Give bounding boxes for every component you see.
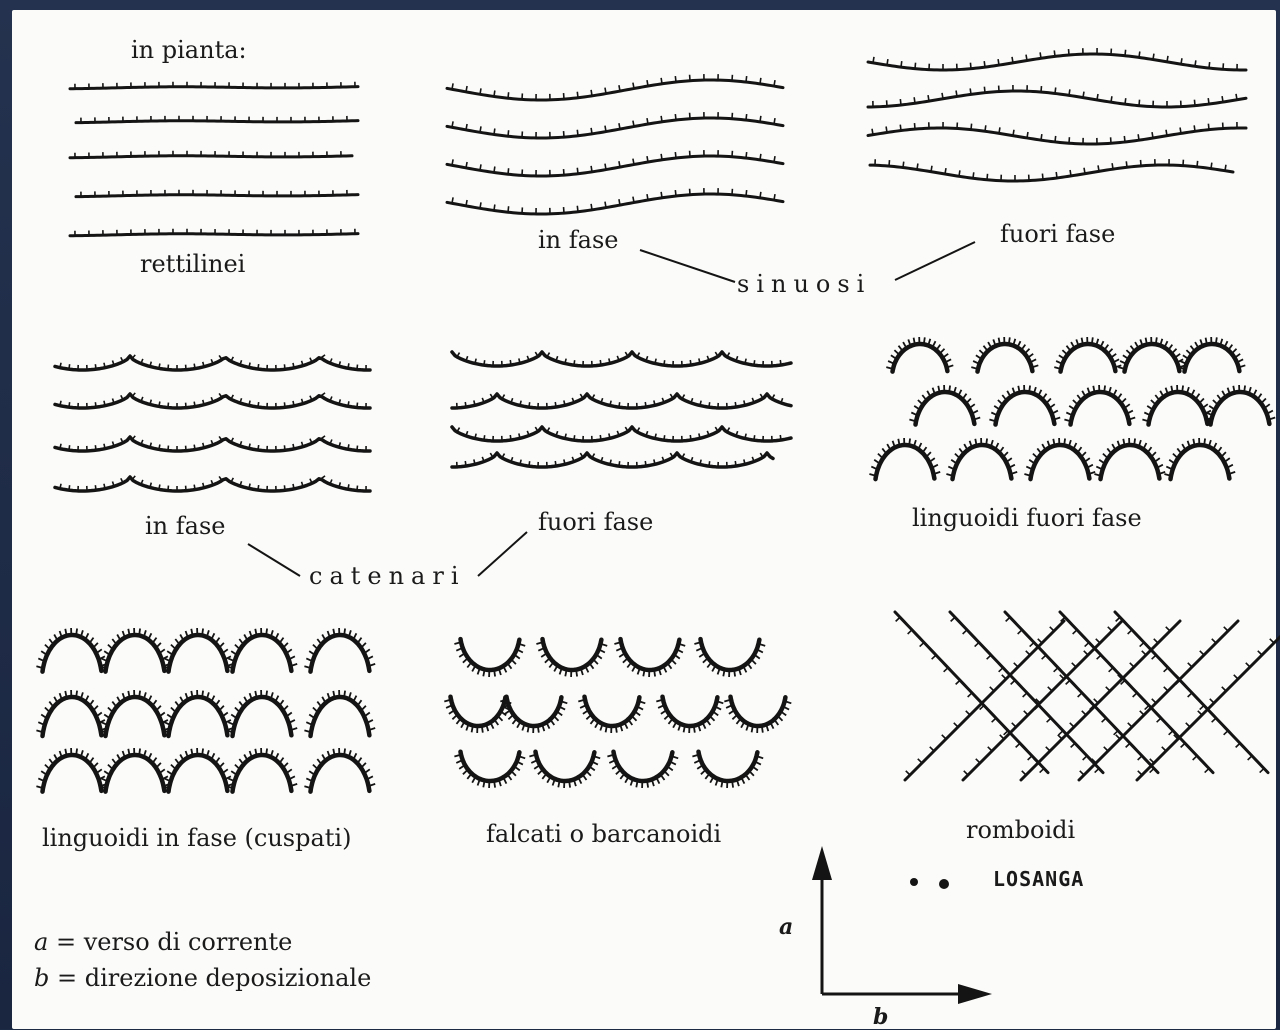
catenari-fuori-fase-line-3: [452, 427, 791, 441]
linguoidi-in-fase-r3-c2-ticks: [99, 748, 170, 788]
rettilinei-line-3: [70, 156, 352, 158]
romboidi-up-2: [963, 621, 1122, 780]
linguoidi-fuori-fase-r2-c5-ticks: [1204, 385, 1275, 421]
legend-b-text: = direzione deposizionale: [57, 964, 371, 992]
linguoidi-in-fase-r2-c4-ticks: [226, 690, 297, 732]
losanga-dot-1: [910, 878, 918, 886]
linguoidi-in-fase-r3-c5-ticks: [304, 748, 375, 788]
label-losanga: LOSANGA: [993, 869, 1084, 889]
label-catenari: catenari: [309, 564, 466, 588]
linguoidi-in-fase-r1-c4-ticks: [226, 628, 297, 668]
sinuosi-fuori-fase-line-4: [870, 165, 1233, 181]
romboidi-up-1-ticks: [906, 627, 1054, 775]
legend-a-text: = verso di corrente: [56, 928, 292, 956]
linguoidi-in-fase-r1-c3-ticks: [162, 628, 233, 668]
falcati-r3-c3-ticks: [607, 755, 678, 788]
catenari-fuori-fase-line-4: [452, 453, 773, 467]
sinuosi-fuori-fase-line-3: [868, 128, 1246, 144]
sinuosi-connector-right: [895, 242, 975, 280]
label-linguoidi-in-fase: linguoidi in fase (cuspati): [42, 826, 351, 850]
losanga-dot-2: [939, 879, 949, 889]
legend-a-symbol: a: [34, 928, 48, 956]
linguoidi-fuori-fase-r3-c3-ticks: [1024, 438, 1095, 476]
linguoidi-fuori-fase-r3-c5-ticks: [1164, 438, 1235, 476]
label-falcati: falcati o barcanoidi: [486, 822, 721, 846]
linguoidi-in-fase-r3-c3-ticks: [162, 748, 233, 788]
label-romboidi: romboidi: [966, 818, 1075, 842]
axis-a-arrowhead: [812, 846, 832, 880]
falcati-r1-c2-ticks: [536, 642, 607, 677]
linguoidi-fuori-fase-r2-c4-ticks: [1142, 385, 1213, 421]
label-catenari-in-fase: in fase: [145, 514, 225, 538]
sinuosi-fuori-fase-line-1-ticks: [873, 48, 1237, 70]
legend-a: a = verso di corrente: [34, 930, 292, 954]
linguoidi-fuori-fase-r3-c4-ticks: [1094, 438, 1165, 476]
linguoidi-in-fase-r1-c5-ticks: [304, 628, 375, 668]
linguoidi-fuori-fase-r3-c1-ticks: [869, 438, 940, 476]
romboidi-up-1: [905, 621, 1064, 780]
catenari-connector-left: [248, 544, 300, 576]
label-linguoidi-fuori-fase: linguoidi fuori fase: [912, 506, 1142, 530]
falcati-r3-c2-ticks: [529, 755, 600, 788]
sinuosi-in-fase-line-4: [447, 194, 783, 214]
catenari-fuori-fase-line-1: [452, 352, 791, 366]
linguoidi-fuori-fase-r2-c2-ticks: [989, 385, 1060, 421]
catenari-connector-right: [478, 532, 527, 576]
axis-b-label: b: [873, 1006, 888, 1028]
linguoidi-in-fase-r3-c4-ticks: [226, 748, 297, 788]
romboidi-down-1-ticks: [896, 617, 1044, 772]
linguoidi-in-fase-r2-c3-ticks: [162, 690, 233, 732]
falcati-r1-c4-ticks: [694, 642, 765, 677]
rettilinei-line-2: [76, 121, 358, 123]
sinuosi-in-fase-line-1: [447, 80, 783, 100]
rettilinei-line-5: [70, 234, 358, 236]
falcati-r3-c1-ticks: [454, 755, 525, 788]
sinuosi-fuori-fase-line-1: [868, 54, 1246, 70]
falcati-r3-c4-ticks: [692, 755, 763, 788]
linguoidi-in-fase-r1-c2-ticks: [99, 628, 170, 668]
sinuosi-fuori-fase-line-2: [868, 91, 1246, 107]
linguoidi-in-fase-r2-c1-ticks: [36, 690, 107, 732]
linguoidi-in-fase-r1-c1-ticks: [36, 628, 107, 668]
sinuosi-fuori-fase-line-2-ticks: [873, 85, 1237, 107]
sinuosi-in-fase-line-2: [447, 118, 783, 138]
label-sinuosi-fuori-fase: fuori fase: [1000, 222, 1115, 246]
sinuosi-in-fase-line-3: [447, 156, 783, 176]
linguoidi-in-fase-r2-c5-ticks: [304, 690, 375, 732]
falcati-r1-c3-ticks: [614, 642, 685, 677]
falcati-r1-c1-ticks: [454, 642, 525, 677]
sinuosi-connector-left: [640, 250, 735, 282]
romboidi-up-3: [1021, 621, 1180, 780]
label-sinuosi: sinuosi: [737, 272, 871, 296]
label-sinuosi-in-fase: in fase: [538, 228, 618, 252]
romboidi-up-4: [1079, 621, 1238, 780]
linguoidi-fuori-fase-r2-c3-ticks: [1064, 385, 1135, 421]
linguoidi-fuori-fase-r2-c1-ticks: [909, 385, 980, 421]
axis-b-arrowhead: [958, 984, 992, 1004]
linguoidi-in-fase-r2-c2-ticks: [99, 690, 170, 732]
axis-a-label: a: [779, 916, 793, 938]
rettilinei-line-1: [70, 87, 358, 89]
legend-b: b = direzione deposizionale: [34, 966, 371, 990]
rettilinei-line-4: [76, 195, 358, 197]
heading-in-pianta: in pianta:: [131, 38, 247, 62]
label-rettilinei: rettilinei: [140, 252, 245, 276]
legend-b-symbol: b: [34, 964, 49, 992]
label-catenari-fuori-fase: fuori fase: [538, 510, 653, 534]
linguoidi-in-fase-r3-c1-ticks: [36, 748, 107, 788]
linguoidi-fuori-fase-r3-c2-ticks: [946, 438, 1017, 476]
